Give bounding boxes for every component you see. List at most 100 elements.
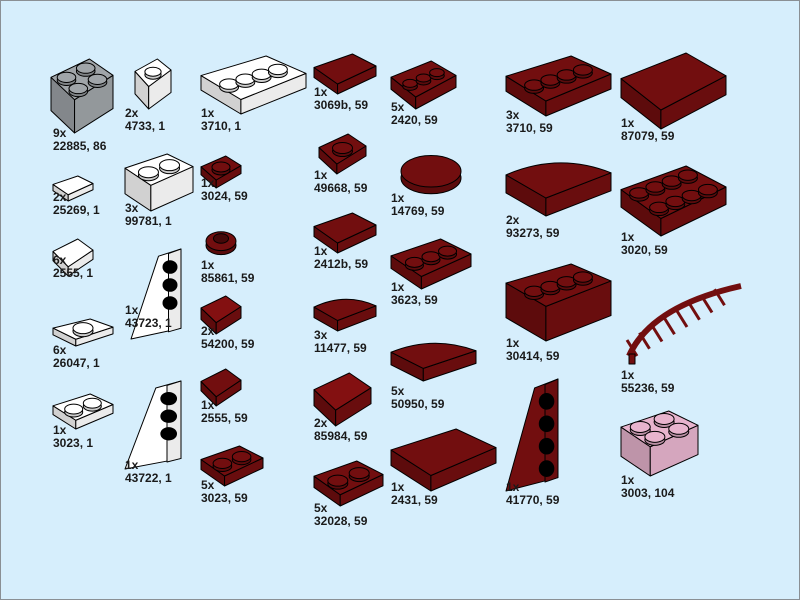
part-quantity: 6x bbox=[53, 253, 67, 267]
part-55236-image bbox=[625, 283, 742, 365]
part-quantity: 1x bbox=[201, 106, 215, 120]
part-number-color: 2431, 59 bbox=[391, 493, 438, 507]
part-14769-image bbox=[400, 155, 462, 195]
part-number-color: 3020, 59 bbox=[621, 243, 668, 257]
part-quantity: 2x bbox=[201, 324, 215, 338]
part-2412b-image bbox=[313, 212, 377, 254]
part-number-color: 3024, 59 bbox=[201, 189, 248, 203]
part-32028-image bbox=[313, 460, 384, 507]
part-quantity: 1x bbox=[314, 244, 328, 258]
part-4733-image bbox=[134, 58, 172, 110]
part-85861-image bbox=[205, 231, 237, 256]
part-quantity: 1x bbox=[391, 191, 405, 205]
part-number-color: 14769, 59 bbox=[391, 204, 445, 218]
part-quantity: 3x bbox=[314, 328, 328, 342]
part-quantity: 3x bbox=[506, 108, 520, 122]
part-11477-image bbox=[313, 298, 377, 332]
part-quantity: 1x bbox=[621, 473, 635, 487]
part-43723-image bbox=[130, 248, 182, 340]
part-2555-image bbox=[200, 368, 242, 407]
part-number-color: 25269, 1 bbox=[53, 203, 100, 217]
part-3023-image bbox=[52, 393, 114, 430]
part-3024-image bbox=[200, 155, 242, 189]
part-quantity: 3x bbox=[125, 201, 139, 215]
part-number-color: 3003, 104 bbox=[621, 486, 675, 500]
part-number-color: 30414, 59 bbox=[506, 349, 560, 363]
part-quantity: 1x bbox=[53, 423, 67, 437]
part-quantity: 2x bbox=[506, 213, 520, 227]
part-87079-image bbox=[620, 52, 727, 130]
part-number-color: 3623, 59 bbox=[391, 293, 438, 307]
part-number-color: 4733, 1 bbox=[125, 119, 166, 133]
part-quantity: 1x bbox=[506, 336, 520, 350]
part-quantity: 1x bbox=[506, 480, 520, 494]
part-number-color: 32028, 59 bbox=[314, 514, 368, 528]
part-93273-image bbox=[505, 162, 612, 217]
part-85984-image bbox=[313, 372, 372, 427]
part-number-color: 93273, 59 bbox=[506, 226, 560, 240]
part-2431-image bbox=[390, 428, 497, 492]
part-number-color: 54200, 59 bbox=[201, 337, 255, 351]
part-number-color: 85861, 59 bbox=[201, 271, 255, 285]
part-quantity: 1x bbox=[621, 230, 635, 244]
part-number-color: 3023, 59 bbox=[201, 491, 248, 505]
part-number-color: 49668, 59 bbox=[314, 181, 368, 195]
part-number-color: 2420, 59 bbox=[391, 113, 438, 127]
part-quantity: 5x bbox=[201, 478, 215, 492]
part-number-color: 85984, 59 bbox=[314, 429, 368, 443]
part-50950-image bbox=[390, 342, 477, 382]
part-quantity: 5x bbox=[314, 501, 328, 515]
part-number-color: 2555, 1 bbox=[53, 266, 94, 280]
part-22885-image bbox=[50, 58, 114, 134]
part-number-color: 11477, 59 bbox=[314, 341, 367, 355]
part-number-color: 3710, 59 bbox=[506, 121, 553, 135]
part-number-color: 22885, 86 bbox=[53, 139, 107, 153]
part-30414-image bbox=[505, 263, 612, 342]
part-number-color: 43722, 1 bbox=[125, 471, 172, 485]
part-quantity: 1x bbox=[201, 398, 215, 412]
part-number-color: 55236, 59 bbox=[621, 381, 675, 395]
part-41770-image bbox=[505, 378, 559, 492]
part-number-color: 43723, 1 bbox=[125, 316, 172, 330]
part-quantity: 1x bbox=[621, 368, 635, 382]
part-3710-image bbox=[200, 55, 307, 115]
part-3710-image bbox=[505, 55, 612, 117]
part-quantity: 1x bbox=[125, 458, 139, 472]
part-3623-image bbox=[390, 238, 472, 290]
part-quantity: 9x bbox=[53, 126, 67, 140]
part-quantity: 1x bbox=[391, 280, 405, 294]
part-quantity: 1x bbox=[314, 168, 328, 182]
part-number-color: 50950, 59 bbox=[391, 397, 445, 411]
part-quantity: 5x bbox=[391, 384, 405, 398]
part-25269-image bbox=[52, 175, 94, 202]
part-49668-image bbox=[318, 133, 367, 175]
part-3069b-image bbox=[313, 53, 377, 95]
